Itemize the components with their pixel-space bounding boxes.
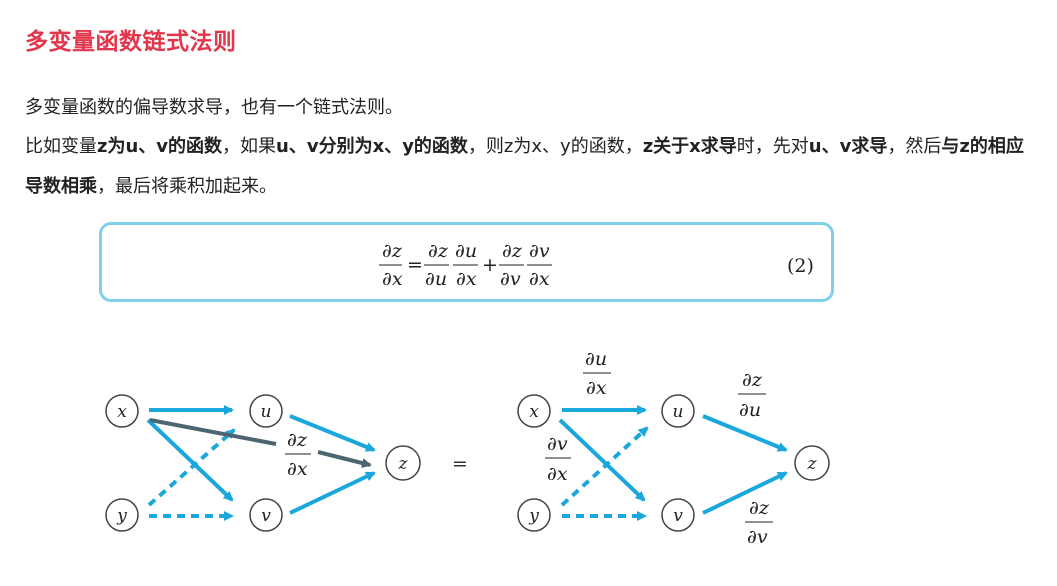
svg-text:∂v: ∂v <box>547 433 568 455</box>
text-run: ，则z为x、y的函数， <box>467 136 643 157</box>
svg-text:y: y <box>528 506 539 526</box>
composite-arrow-head <box>317 450 372 468</box>
diagram-equals: = <box>452 453 468 475</box>
label-dz-dv: ∂z ∂v <box>747 497 770 548</box>
bold-phrase: z为u、v的函数 <box>97 136 223 157</box>
svg-text:∂x: ∂x <box>529 268 550 290</box>
bold-phrase: 与z的相应导数相乘 <box>25 136 1024 197</box>
plus-sign: + <box>482 254 498 276</box>
composite-arrow-line <box>149 418 277 446</box>
arrow-v-to-z-right <box>702 471 788 515</box>
arrow-x-to-v-right <box>558 418 646 502</box>
formula-box: ∂z ∂x = ∂z ∂u ∂u ∂x + ∂z ∂v ∂v ∂x (2) <box>99 222 834 302</box>
label-du-dx: ∂u ∂x <box>585 348 607 399</box>
svg-text:x: x <box>529 402 539 422</box>
term2-fraction-a: ∂z ∂v <box>500 240 523 290</box>
intro-paragraph: 多变量函数的偏导数求导，也有一个链式法则。 <box>25 97 403 118</box>
bold-phrase: u、v分别为x、y的函数 <box>276 136 468 157</box>
lhs-numerator: ∂z <box>382 240 403 262</box>
arrow-u-to-z <box>289 414 376 452</box>
term1-fraction-b: ∂u ∂x <box>455 240 477 290</box>
explanation-paragraph: 比如变量z为u、v的函数，如果u、v分别为x、y的函数，则z为x、y的函数，z关… <box>25 127 1025 207</box>
node-v <box>249 498 283 532</box>
svg-text:∂u: ∂u <box>425 268 447 290</box>
svg-text:∂x: ∂x <box>287 458 308 480</box>
svg-text:∂v: ∂v <box>529 240 550 262</box>
label-dv-dx: ∂v ∂x <box>547 433 568 485</box>
svg-text:∂u: ∂u <box>585 348 607 370</box>
arrow-y-to-u-dashed <box>147 428 236 507</box>
svg-text:∂z: ∂z <box>742 369 763 391</box>
node-x-right <box>517 394 551 428</box>
text-run: ，最后将乘积加起来。 <box>97 176 277 197</box>
svg-text:z: z <box>807 454 818 474</box>
svg-text:∂x: ∂x <box>547 463 568 485</box>
svg-text:∂z: ∂z <box>749 497 770 519</box>
lhs-denominator: ∂x <box>382 268 403 290</box>
node-y <box>105 498 139 532</box>
svg-text:y: y <box>116 506 127 526</box>
svg-text:∂v: ∂v <box>747 526 768 548</box>
node-z-right <box>794 445 830 481</box>
svg-text:∂u: ∂u <box>455 240 477 262</box>
arrow-y-to-u-right-dashed <box>560 426 649 507</box>
svg-text:∂z: ∂z <box>428 240 449 262</box>
node-y-right <box>517 498 551 532</box>
equals-sign: = <box>407 254 423 276</box>
bold-phrase: u、v求导 <box>808 136 888 157</box>
label-dz-dx: ∂z ∂x <box>287 429 308 480</box>
node-u <box>249 394 283 428</box>
right-diagram: x y u v z ∂u ∂x ∂v ∂x ∂z ∂u ∂z ∂v <box>517 348 830 548</box>
svg-text:∂x: ∂x <box>456 268 477 290</box>
page-title: 多变量函数链式法则 <box>25 29 237 55</box>
bold-phrase: z关于x求导 <box>642 136 737 157</box>
node-u-right <box>661 394 695 428</box>
svg-text:v: v <box>261 506 271 526</box>
svg-text:v: v <box>673 506 683 526</box>
svg-text:∂x: ∂x <box>586 377 607 399</box>
svg-text:∂v: ∂v <box>500 268 521 290</box>
text-run: ，如果 <box>222 136 277 157</box>
svg-text:u: u <box>673 402 684 422</box>
chain-rule-diagram: x y u v z ∂z ∂x = x y u v z <box>105 348 830 548</box>
svg-text:u: u <box>261 402 272 422</box>
svg-text:∂z: ∂z <box>502 240 523 262</box>
node-z <box>385 445 421 481</box>
left-diagram: x y u v z ∂z ∂x <box>105 394 421 532</box>
lhs-fraction: ∂z ∂x <box>382 240 403 290</box>
term1-fraction-a: ∂z ∂u <box>425 240 449 290</box>
text-run: 时，先对 <box>736 136 809 157</box>
chain-rule-formula: ∂z ∂x = ∂z ∂u ∂u ∂x + ∂z ∂v ∂v ∂x (2) <box>379 240 814 290</box>
arrow-u-to-z-right <box>702 414 788 452</box>
node-v-right <box>661 498 695 532</box>
node-x <box>105 394 139 428</box>
svg-text:∂z: ∂z <box>287 429 308 451</box>
svg-text:∂u: ∂u <box>739 399 761 421</box>
svg-text:z: z <box>398 454 409 474</box>
arrow-x-to-v <box>146 418 234 502</box>
label-dz-du: ∂z ∂u <box>739 369 763 421</box>
arrow-v-to-z <box>289 471 376 515</box>
text-run: ，然后 <box>887 136 942 157</box>
svg-text:x: x <box>117 402 127 422</box>
equation-number: (2) <box>787 255 814 277</box>
text-run: 比如变量 <box>25 136 97 157</box>
term2-fraction-b: ∂v ∂x <box>529 240 550 290</box>
